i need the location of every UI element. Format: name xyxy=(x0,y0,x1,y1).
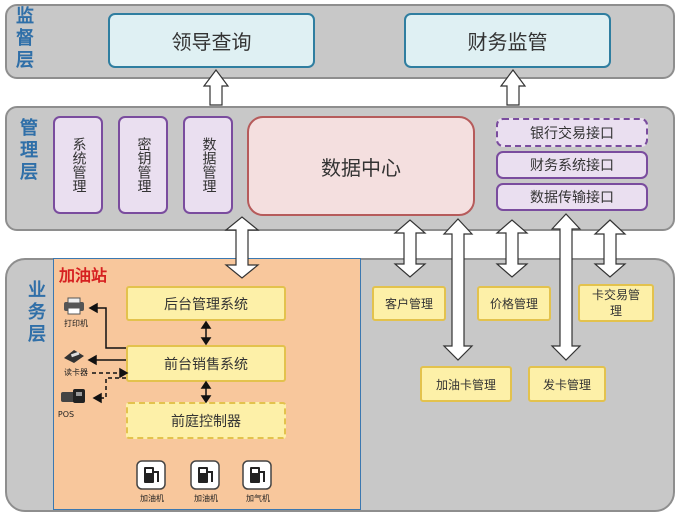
frontend-sales-system: 前台销售系统 xyxy=(126,345,286,382)
data-center-box: 数据中心 xyxy=(247,116,475,216)
key-management-module: 密钥管理 xyxy=(118,116,168,214)
pos-label: POS xyxy=(57,410,75,419)
printer-connection xyxy=(88,302,126,349)
up-arrow-leader xyxy=(202,69,230,106)
gas-station-title: 加油站 xyxy=(59,266,108,285)
forecourt-controller: 前庭控制器 xyxy=(126,402,286,439)
fuel-pump-2: 加油机 xyxy=(186,460,226,510)
fuel-pump-1: 加油机 xyxy=(132,460,172,510)
card-transaction-management-box: 卡交易管理 xyxy=(578,284,654,322)
price-management-box: 价格管理 xyxy=(477,286,551,321)
pos-device: POS xyxy=(56,386,92,422)
double-arrow-customer xyxy=(393,219,427,278)
double-arrow-fuel-card xyxy=(442,218,474,361)
fuel-pump-icon xyxy=(190,460,220,490)
card-reader-device: 读卡器 xyxy=(58,348,94,384)
card-transaction-management-label: 卡交易管理 xyxy=(591,288,640,318)
management-layer-label: 管理层 xyxy=(20,118,38,183)
arrow-backend-frontend xyxy=(200,320,212,346)
finance-interface-box: 财务系统接口 xyxy=(496,151,648,179)
backend-management-system: 后台管理系统 xyxy=(126,286,286,321)
gas-pump-label: 加气机 xyxy=(246,494,270,503)
card-reader-connection xyxy=(87,354,129,379)
data-transfer-interface-box: 数据传输接口 xyxy=(496,183,648,211)
card-reader-icon xyxy=(64,350,84,363)
gas-pump: 加气机 xyxy=(238,460,278,510)
system-management-module: 系统管理 xyxy=(53,116,103,214)
fuel-card-management-box: 加油卡管理 xyxy=(420,366,512,402)
supervision-layer-label: 监督层 xyxy=(16,6,34,71)
finance-supervision-box: 财务监管 xyxy=(404,13,611,68)
up-arrow-finance xyxy=(499,69,527,106)
printer-device: 打印机 xyxy=(58,297,94,333)
customer-management-box: 客户管理 xyxy=(372,286,446,321)
double-arrow-card-issue xyxy=(550,213,582,361)
arrow-frontend-controller xyxy=(200,380,212,404)
double-arrow-datacenter-station xyxy=(224,216,260,279)
double-arrow-price xyxy=(495,219,529,278)
card-reader-label: 读卡器 xyxy=(64,368,88,377)
double-arrow-card-transaction xyxy=(593,219,627,278)
fuel-pump-2-label: 加油机 xyxy=(194,494,218,503)
card-issue-management-box: 发卡管理 xyxy=(528,366,606,402)
printer-label: 打印机 xyxy=(64,319,88,328)
leader-query-box: 领导查询 xyxy=(108,13,315,68)
pos-connection xyxy=(92,377,126,404)
fuel-pump-icon xyxy=(136,460,166,490)
bank-interface-box: 银行交易接口 xyxy=(496,118,648,147)
data-management-module: 数据管理 xyxy=(183,116,233,214)
printer-icon xyxy=(64,297,84,315)
pos-icon xyxy=(61,389,85,403)
business-layer-label: 业务层 xyxy=(28,280,46,345)
fuel-pump-1-label: 加油机 xyxy=(140,494,164,503)
gas-pump-icon xyxy=(242,460,272,490)
